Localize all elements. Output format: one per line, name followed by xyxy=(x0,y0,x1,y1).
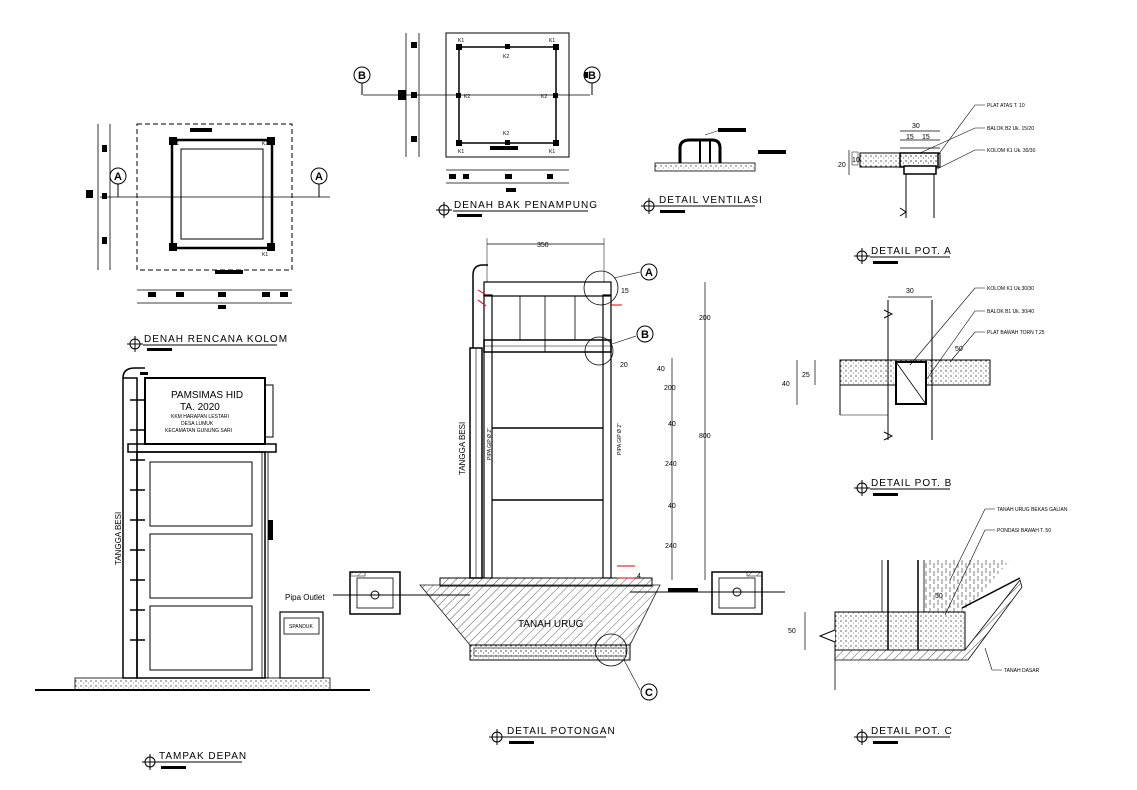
dim-30: 30 xyxy=(912,123,920,130)
dim-25: 25 xyxy=(802,372,810,379)
column-label-k1: K1 xyxy=(262,141,268,147)
dim-15: 15 xyxy=(906,134,914,141)
section-marker-a: A xyxy=(315,171,323,183)
dim-40: 40 xyxy=(782,381,790,388)
dim-200: 200 xyxy=(699,315,711,322)
label-balok-b1: BALOK B1 Uk. 30/40 xyxy=(987,309,1034,315)
section-marker-a: A xyxy=(645,267,653,279)
dim-20: 20 xyxy=(838,162,846,169)
section-marker-b: B xyxy=(641,329,649,341)
title-tampak-depan-text: TAMPAK DEPAN xyxy=(159,751,247,762)
tanah-urug-label: TANAH URUG xyxy=(518,619,584,630)
tampak-depan: SPANDUK TANGGA BESI PAMSIMAS HID TA. 202… xyxy=(35,367,370,691)
title-detail-pot-a: DETAIL POT. A xyxy=(854,246,952,264)
detail-potongan: Pipa Outlet TANAH URUG TANGGA BESI PIPA … xyxy=(285,238,785,701)
pipa-right-label: PIPA GIP Ø 2" xyxy=(617,423,623,455)
column-label-k1: K1 xyxy=(549,38,555,44)
label-balok-b2: BALOK B2 Uk. 15/20 xyxy=(987,126,1034,132)
title-denah-rencana-kolom-text: DENAH RENCANA KOLOM xyxy=(144,334,288,345)
dim-240: 240 xyxy=(665,461,677,468)
dim-200: 200 xyxy=(664,385,676,392)
title-detail-pot-a-text: DETAIL POT. A xyxy=(871,246,952,257)
tangga-besi-label: TANGGA BESI xyxy=(114,512,123,565)
dim-40: 40 xyxy=(668,503,676,510)
dim-50: 50 xyxy=(955,346,963,353)
dim-240: 240 xyxy=(665,543,677,550)
label-plat-atas: PLAT ATAS T. 10 xyxy=(987,103,1025,109)
title-detail-ventilasi: DETAIL VENTILASI xyxy=(641,195,763,214)
sign-line2: TA. 2020 xyxy=(180,402,220,413)
column-label-k2: K2 xyxy=(503,54,509,60)
label-tanah-urug-bekas: TANAH URUG BEKAS GALIAN xyxy=(997,507,1068,513)
pipa-left-label: PIPA GIP Ø 2" xyxy=(487,428,493,460)
title-detail-potongan: DETAIL POTONGAN xyxy=(489,726,616,745)
title-tampak-depan: TAMPAK DEPAN xyxy=(142,751,247,770)
section-marker-b: B xyxy=(358,70,366,82)
sign-line1: PAMSIMAS HID xyxy=(171,390,243,401)
dim-50: 50 xyxy=(788,628,796,635)
section-marker-b: B xyxy=(588,70,596,82)
section-marker-a: A xyxy=(114,171,122,183)
sign-line4: DESA LUMUK xyxy=(181,421,214,427)
tangga-besi-section-label: TANGGA BESI xyxy=(458,422,467,475)
title-detail-pot-c: DETAIL POT. C xyxy=(854,726,953,745)
title-denah-bak: DENAH BAK PENAMPUNG xyxy=(436,200,598,218)
column-label-k2: K2 xyxy=(503,131,509,137)
dim-20: 20 xyxy=(620,362,628,369)
column-label-k1: K1 xyxy=(458,38,464,44)
title-detail-pot-b-text: DETAIL POT. B xyxy=(871,478,952,489)
column-label-k1: K1 xyxy=(549,149,555,155)
column-label-k2: K2 xyxy=(464,94,470,100)
denah-rencana-kolom: K1 K1 K1 A A xyxy=(86,123,330,309)
title-detail-potongan-text: DETAIL POTONGAN xyxy=(507,726,616,737)
detail-pot-c: 50 50 TANAH URUG BEKAS GALIAN PONDASI BA… xyxy=(788,507,1068,690)
dim-15: 15 xyxy=(621,288,629,295)
dim-40: 40 xyxy=(657,366,665,373)
column-label-k1: K1 xyxy=(262,252,268,258)
label-kolom-k1: KOLOM K1 Uk. 30/30 xyxy=(987,148,1036,154)
pipa-outlet-label: Pipa Outlet xyxy=(285,593,325,602)
dim-350: 350 xyxy=(537,242,549,249)
label-tanah-dasar: TANAH DASAR xyxy=(1004,668,1040,674)
column-label-k1: K1 xyxy=(173,141,179,147)
title-denah-bak-text: DENAH BAK PENAMPUNG xyxy=(454,200,598,211)
section-marker-c: C xyxy=(645,687,653,699)
sign-line3: KKM HARAPAN LESTARI xyxy=(171,414,229,420)
dim-10: 10 xyxy=(852,157,860,164)
label-pondasi: PONDASI BAWAH T. 50 xyxy=(997,528,1051,534)
spanduk-label: SPANDUK xyxy=(289,624,313,630)
dim-50: 50 xyxy=(935,593,943,600)
title-detail-pot-c-text: DETAIL POT. C xyxy=(871,726,953,737)
sign-line5: KECAMATAN GUNUNG SARI xyxy=(165,428,232,434)
detail-pot-a: 30 15 15 20 10 PLAT ATAS T. 10 BALOK B2 … xyxy=(838,103,1036,218)
dim-15: 15 xyxy=(922,134,930,141)
dim-800: 800 xyxy=(699,433,711,440)
denah-bak-penampung: K1 K1 K1 K1 K2 K2 K2 K2 B B xyxy=(353,32,601,192)
detail-ventilasi xyxy=(654,128,786,172)
title-detail-ventilasi-text: DETAIL VENTILASI xyxy=(659,195,763,206)
detail-pot-b: 30 50 25 40 KOLOM K1 Uk.30/30 BALOK B1 U… xyxy=(782,286,1045,441)
label-kolom-k1: KOLOM K1 Uk.30/30 xyxy=(987,286,1034,292)
dim-30: 30 xyxy=(906,288,914,295)
column-label-k1: K1 xyxy=(458,149,464,155)
dim-4: 4 xyxy=(637,573,641,580)
column-label-k2: K2 xyxy=(541,94,547,100)
title-denah-rencana-kolom: DENAH RENCANA KOLOM xyxy=(127,334,288,352)
label-plat-bawah: PLAT BAWAH TORN T.25 xyxy=(987,330,1045,336)
title-detail-pot-b: DETAIL POT. B xyxy=(854,478,952,496)
dim-40: 40 xyxy=(668,421,676,428)
